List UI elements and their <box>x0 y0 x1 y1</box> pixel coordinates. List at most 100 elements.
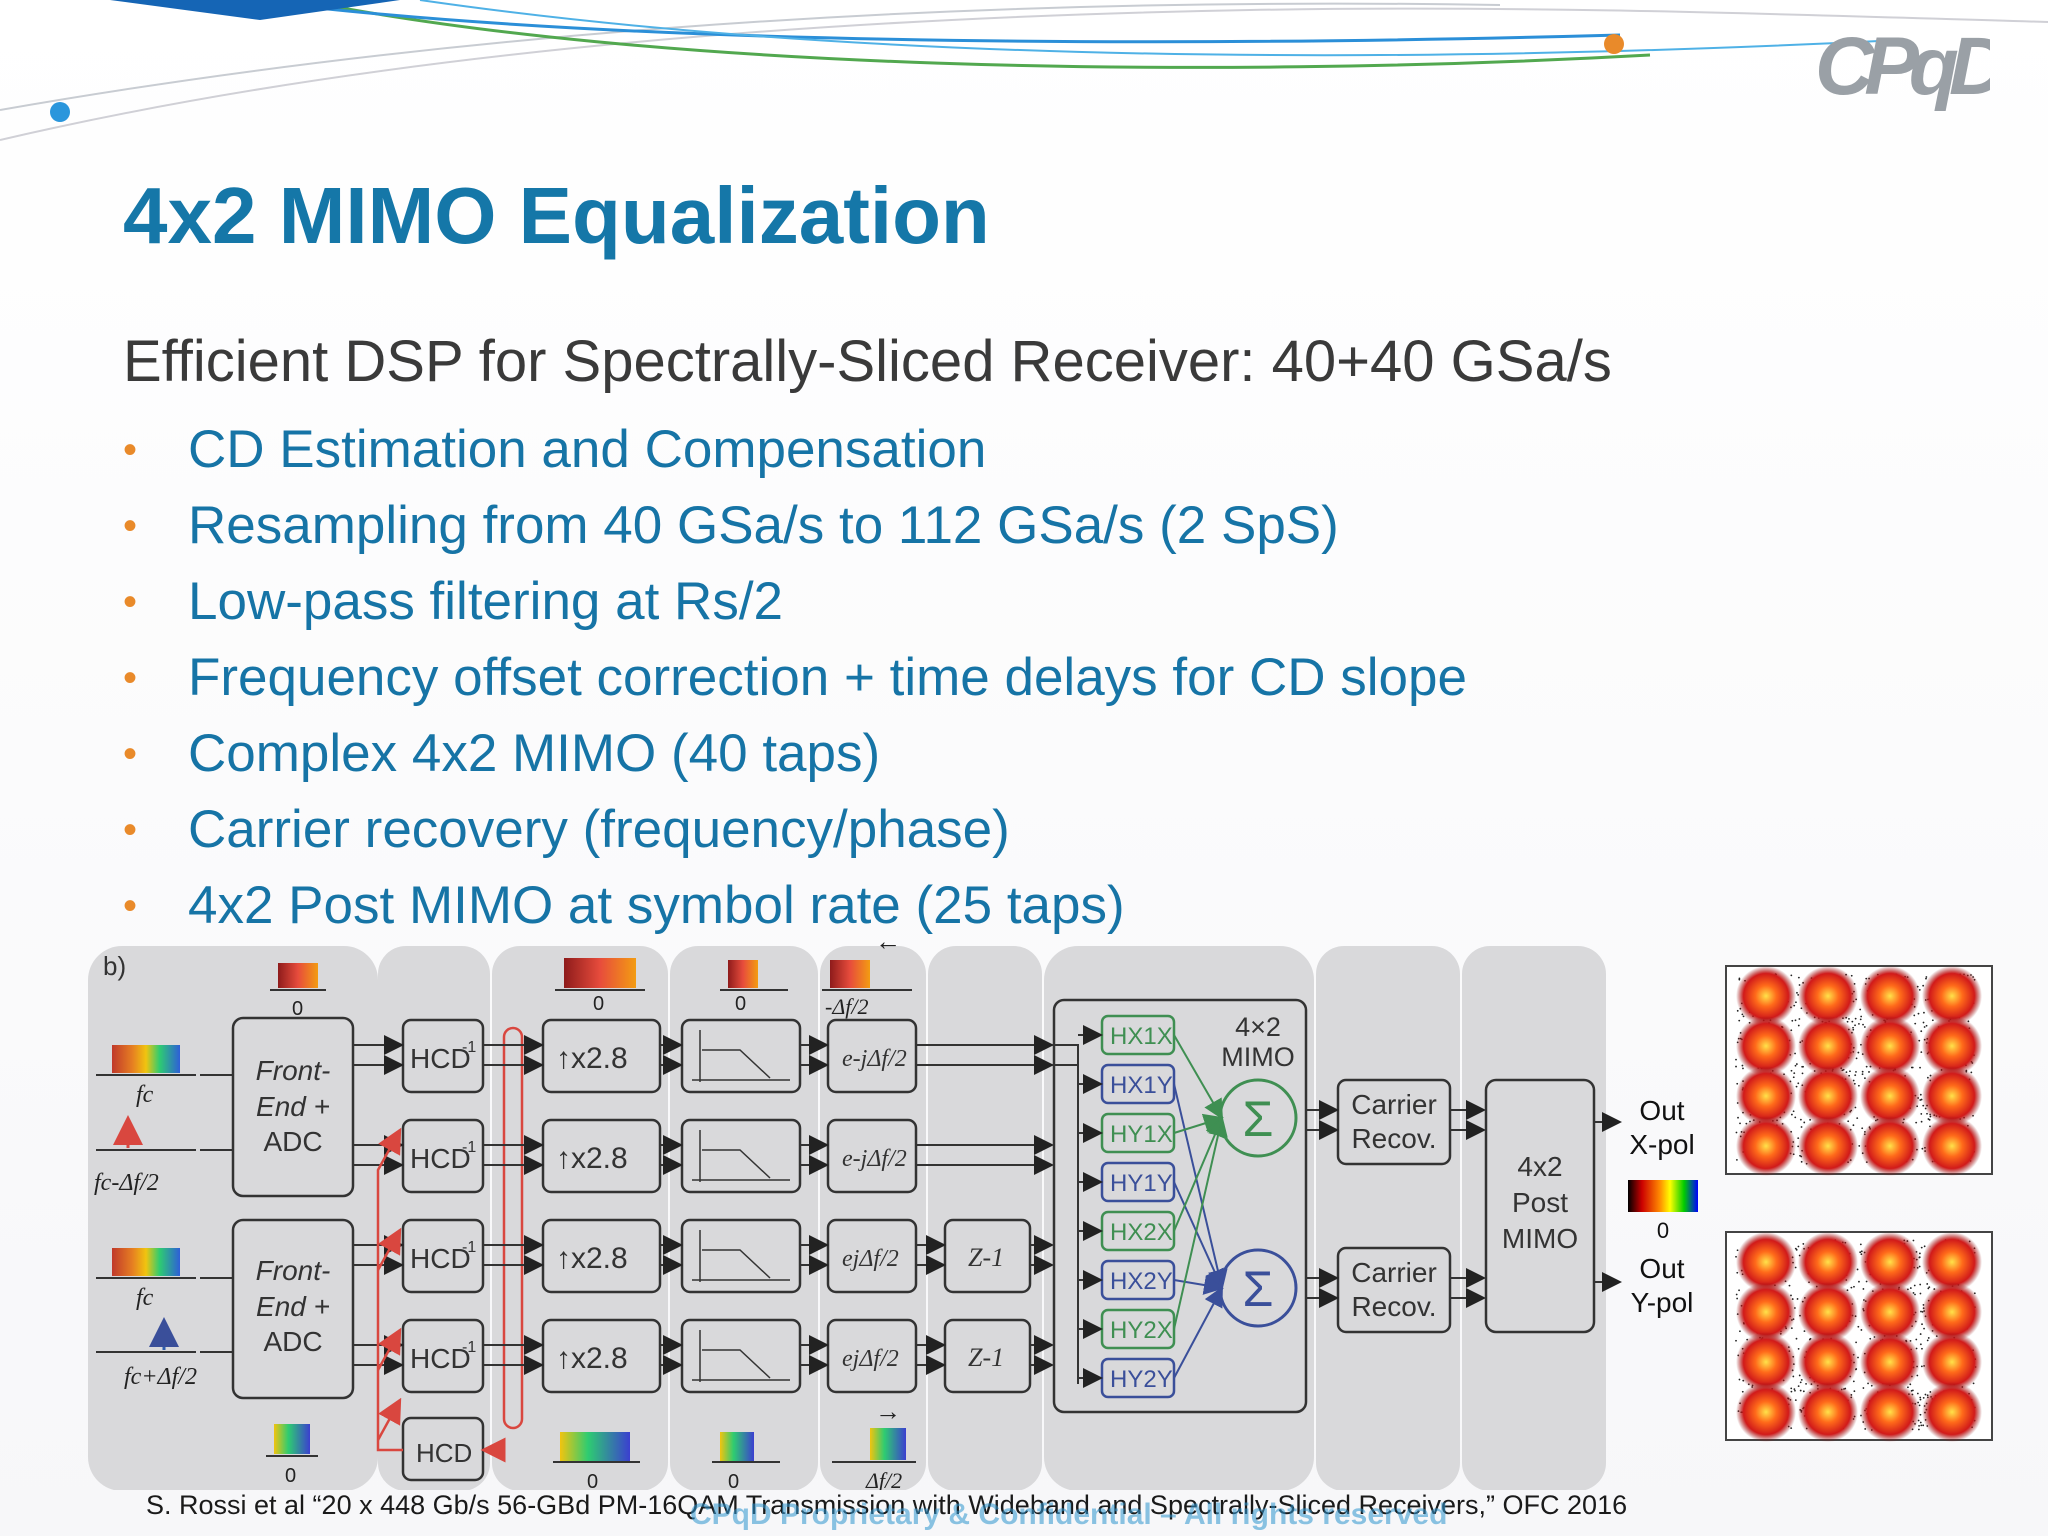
mimo-tap-block: HX1Y <box>1078 1063 1228 1290</box>
constellation-point <box>1798 1066 1858 1126</box>
spectrum-icon: 0 <box>712 1432 780 1490</box>
constellation-noise-dot <box>1912 1239 1915 1242</box>
constellation-noise-dot <box>1735 1058 1737 1061</box>
mimo-tap-label: HY2Y <box>1110 1366 1173 1393</box>
constellation-noise-dot <box>1794 1389 1796 1392</box>
constellation-noise-dot <box>1855 1341 1857 1344</box>
svg-text:End +: End + <box>256 1291 330 1322</box>
header-decoration <box>0 0 2048 141</box>
constellation-noise-dot <box>1854 1074 1857 1077</box>
constellation-noise-dot <box>1858 1022 1860 1025</box>
constellation-noise-dot <box>1916 1392 1919 1395</box>
constellation-point <box>1798 1332 1858 1392</box>
svg-text:Post: Post <box>1512 1187 1568 1218</box>
output-x-label: X-pol <box>1629 1129 1694 1160</box>
bullet-dot-icon: • <box>123 656 138 700</box>
spectrum-icon: -Δf/2 ← <box>822 930 912 1019</box>
lowpass-filter-block <box>680 1318 802 1394</box>
constellation-noise-dot <box>1859 1018 1862 1021</box>
constellation-point <box>1736 1116 1796 1176</box>
constellation-noise-dot <box>1797 1385 1800 1388</box>
constellation-point <box>1798 1232 1858 1292</box>
mimo-tap-block: HX2Y <box>1078 1259 1224 1301</box>
constellation-noise-dot <box>1795 1063 1798 1065</box>
constellation-noise-dot <box>1864 1077 1866 1080</box>
post-mimo-block: 4x2 Post MIMO <box>1484 1078 1596 1334</box>
svg-text:0: 0 <box>728 1471 739 1490</box>
constellation-noise-dot <box>1796 1298 1799 1300</box>
constellation-noise-dot <box>1915 1121 1918 1124</box>
constellation-noise-dot <box>1918 1252 1921 1255</box>
constellation-x-pol <box>1725 965 1993 1176</box>
constellation-noise-dot <box>1791 1019 1794 1022</box>
svg-text:Σ: Σ <box>1243 1091 1274 1147</box>
constellation-noise-dot <box>1923 1026 1926 1028</box>
constellation-noise-dot <box>1862 1023 1864 1026</box>
svg-text:HCD: HCD <box>410 1343 471 1374</box>
constellation-y-pol <box>1725 1231 1993 1442</box>
svg-text:4×2: 4×2 <box>1235 1012 1281 1042</box>
constellation-noise-dot <box>1860 1329 1863 1331</box>
constellation-noise-dot <box>1868 1071 1870 1073</box>
constellation-point <box>1922 1016 1982 1076</box>
constellation-point <box>1736 1232 1796 1292</box>
svg-text:-1: -1 <box>462 1139 476 1156</box>
constellation-noise-dot <box>1850 974 1853 977</box>
constellation-noise-dot <box>1741 1390 1744 1393</box>
constellation-noise-dot <box>1790 974 1793 977</box>
constellation-noise-dot <box>1800 1160 1803 1163</box>
bullet-item: •CD Estimation and Compensation <box>123 412 1467 488</box>
constellation-noise-dot <box>1794 1399 1797 1402</box>
constellation-noise-dot <box>1793 1388 1796 1391</box>
constellation-noise-dot <box>1861 1127 1864 1130</box>
constellation-noise-dot <box>1739 1122 1741 1125</box>
constellation-point <box>1736 1332 1796 1392</box>
constellation-noise-dot <box>1735 1131 1738 1134</box>
constellation-point <box>1798 1116 1858 1176</box>
citation: S. Rossi et al “20 x 448 Gb/s 56-GBd PM-… <box>146 1490 1628 1520</box>
constellation-noise-dot <box>1798 1374 1801 1377</box>
constellation-noise-dot <box>1790 1387 1793 1390</box>
constellation-noise-dot <box>1797 1082 1800 1085</box>
constellation-point <box>1798 1016 1858 1076</box>
constellation-noise-dot <box>1922 984 1925 987</box>
output-y-label: Y-pol <box>1631 1287 1694 1318</box>
constellation-noise-dot <box>1923 1327 1925 1330</box>
constellation-noise-dot <box>1792 1076 1795 1079</box>
svg-text:Σ: Σ <box>1243 1261 1274 1317</box>
constellation-point <box>1860 1382 1920 1442</box>
sum-node-x: Σ <box>1218 1078 1298 1158</box>
bullet-dot-icon: • <box>123 428 138 472</box>
colorbar: 0 <box>1628 1180 1698 1243</box>
constellation-noise-dot <box>1928 1118 1931 1121</box>
constellation-noise-dot <box>1792 1375 1795 1378</box>
constellation-noise-dot <box>1853 1390 1856 1393</box>
constellation-noise-dot <box>1797 976 1800 979</box>
constellation-noise-dot <box>1855 1057 1858 1060</box>
svg-text:HCD: HCD <box>416 1438 472 1468</box>
constellation-noise-dot <box>1735 1339 1737 1342</box>
spectrum-icon: 0 <box>270 963 326 1020</box>
mimo-tap-block: HY2X <box>1078 1116 1228 1350</box>
constellation-noise-dot <box>1920 1051 1923 1053</box>
input-spectrum-bottom: fc fc+Δf/2 <box>96 1248 197 1390</box>
svg-text:Z-1: Z-1 <box>968 1343 1004 1372</box>
constellation-noise-dot <box>1920 1113 1923 1115</box>
constellation-noise-dot <box>1790 1069 1793 1072</box>
constellation-noise-dot <box>1849 1070 1851 1073</box>
constellation-point <box>1922 1332 1982 1392</box>
constellation-noise-dot <box>1799 1118 1802 1121</box>
mimo-tap-block: HX1X <box>1078 1014 1224 1120</box>
constellation-noise-dot <box>1738 1289 1740 1292</box>
constellation-noise-dot <box>1919 1413 1922 1416</box>
constellation-noise-dot <box>1847 1120 1850 1123</box>
constellation-noise-dot <box>1928 1286 1931 1289</box>
constellation-noise-dot <box>1852 1026 1854 1029</box>
bullet-item: •4x2 Post MIMO at symbol rate (25 taps) <box>123 868 1467 944</box>
orange-dot-icon <box>1604 34 1624 54</box>
constellation-point <box>1798 966 1858 1026</box>
constellation-noise-dot <box>1797 1137 1800 1140</box>
constellation-noise-dot <box>1738 978 1741 981</box>
constellation-noise-dot <box>1926 1339 1929 1342</box>
spectrum-icon: Δf/2 → <box>832 1396 916 1490</box>
